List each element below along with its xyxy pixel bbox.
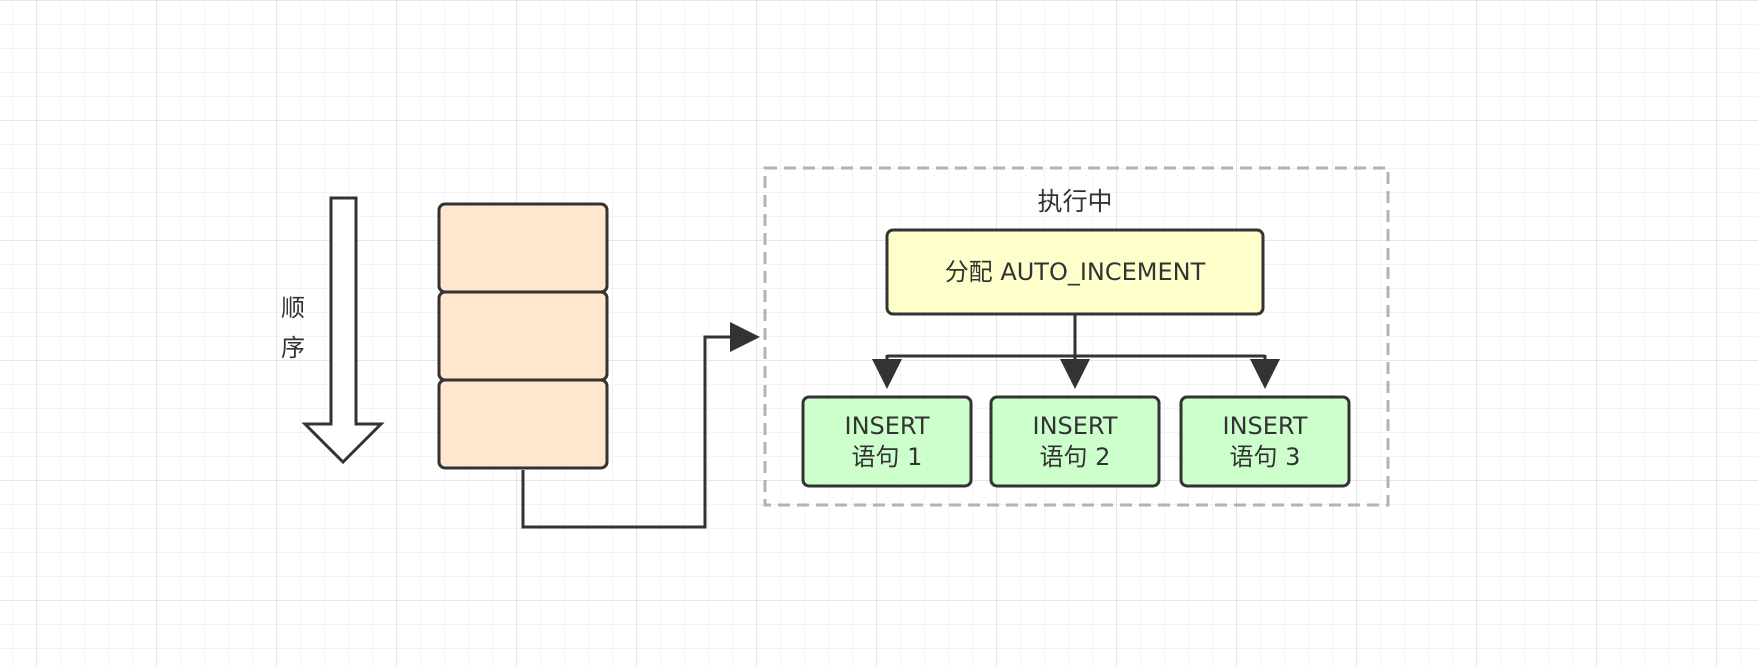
allocate-box-label: 分配 AUTO_INCEMENT [944, 257, 1206, 286]
order-arrow-icon [301, 196, 385, 465]
queue-block-3 [437, 378, 609, 470]
group-title: 执行中 [1037, 187, 1113, 216]
insert-box-3 [1179, 395, 1351, 488]
queue-to-group-connector [521, 322, 760, 529]
insert-box-1 [801, 395, 973, 488]
insert-box-2 [989, 395, 1161, 488]
insert-box-1-label: INSERT 语句 1 [803, 397, 971, 486]
order-label-line2: 序 [281, 334, 305, 362]
insert-box-2-line1: INSERT [1032, 411, 1118, 440]
queue-block-1 [437, 202, 609, 294]
insert-box-3-line2: 语句 3 [1229, 442, 1301, 471]
order-label: 顺 序 [278, 288, 308, 368]
executing-group [763, 166, 1390, 507]
insert-box-2-label: INSERT 语句 2 [991, 397, 1159, 486]
insert-box-1-line1: INSERT [844, 411, 930, 440]
insert-box-2-line2: 语句 2 [1039, 442, 1111, 471]
queue-block-2 [437, 290, 609, 382]
insert-box-3-line1: INSERT [1222, 411, 1308, 440]
insert-box-1-line2: 语句 1 [851, 442, 923, 471]
order-label-line1: 顺 [281, 294, 305, 322]
insert-box-3-label: INSERT 语句 3 [1181, 397, 1349, 486]
